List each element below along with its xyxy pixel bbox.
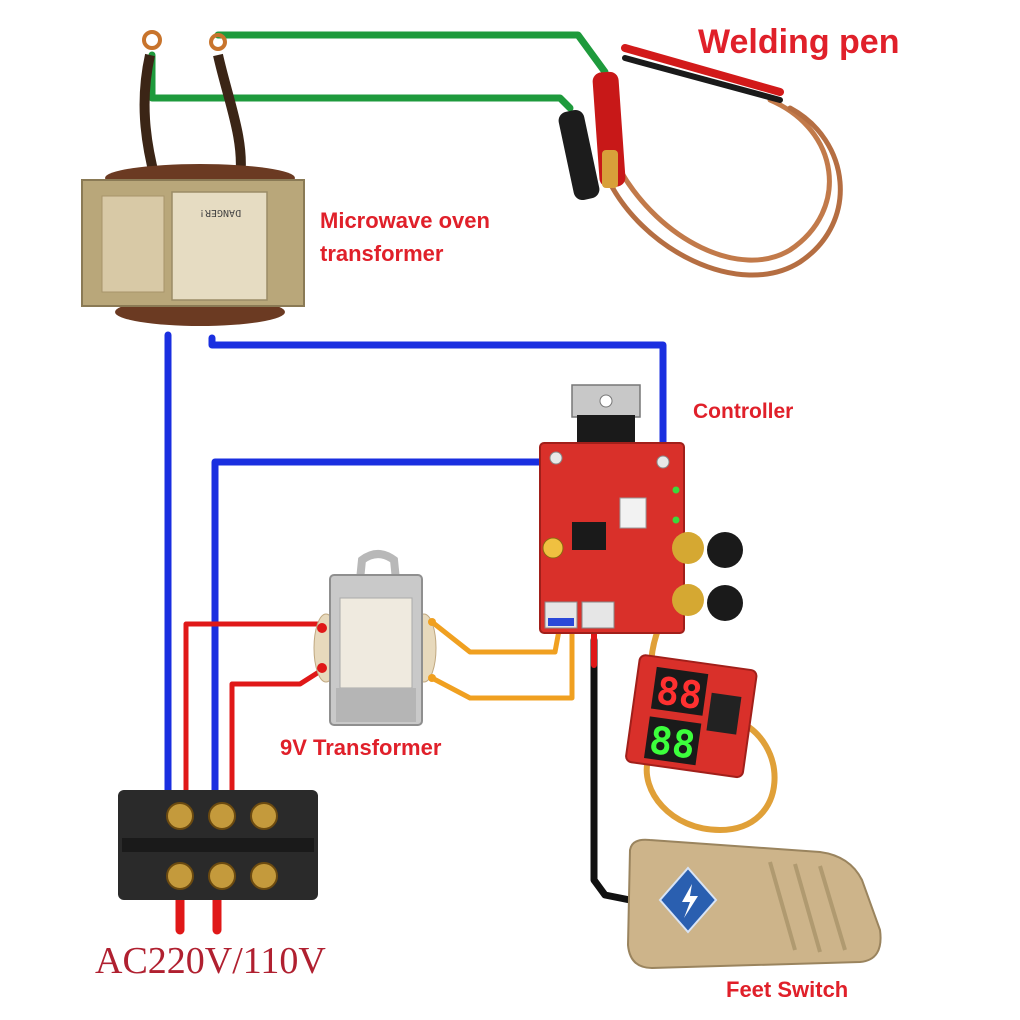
controller-capacitor xyxy=(542,537,564,559)
knob-icon xyxy=(707,532,743,568)
transformer-base xyxy=(336,688,416,722)
labels: Welding pen Microwave oven transformer C… xyxy=(95,23,899,1002)
ring-terminal-left xyxy=(142,30,162,50)
pin-orange-1 xyxy=(428,618,436,626)
screw-terminal-icon xyxy=(166,862,194,890)
orange-wire-lower xyxy=(429,622,575,701)
pot-base-1 xyxy=(672,532,704,564)
screw-terminal-icon xyxy=(166,802,194,830)
display-bottom-window xyxy=(643,716,702,766)
controller-relay xyxy=(619,497,647,529)
controller-terminal-right xyxy=(581,601,615,629)
red-wire-lower xyxy=(229,667,325,811)
black-wire-pedal xyxy=(590,636,634,904)
screw-terminal-icon xyxy=(208,862,236,890)
copper-lead-b xyxy=(603,105,843,278)
transformer-lead-left xyxy=(139,53,160,180)
transformer-plate-text: DANGER! xyxy=(199,207,241,218)
display-top-window xyxy=(650,666,709,716)
pen-connector-black xyxy=(558,109,600,201)
controller xyxy=(539,384,743,634)
transformer-label xyxy=(339,597,413,689)
orange-wire-upper xyxy=(429,619,563,655)
display-bottom-digits: 88 xyxy=(647,718,698,768)
screw-terminal-icon xyxy=(250,802,278,830)
pen-connector-sleeve xyxy=(602,150,618,188)
green-wire-top xyxy=(214,31,609,76)
label-nine-v-transformer: 9V Transformer xyxy=(280,735,442,760)
screw-row-top xyxy=(166,802,278,830)
pedal-ridges xyxy=(768,861,847,953)
pot-base-2 xyxy=(672,584,704,616)
label-ac-input: AC220V/110V xyxy=(95,940,326,982)
ring-terminal-right xyxy=(209,33,227,51)
pin-orange-2 xyxy=(428,674,436,682)
controller-screw-a xyxy=(549,451,563,465)
pen-rod-black xyxy=(622,55,783,103)
red-wire-upper xyxy=(183,621,325,811)
nine-v-transformer xyxy=(313,550,437,726)
label-microwave-line1: Microwave oven xyxy=(320,208,490,233)
screw-terminal-icon xyxy=(208,802,236,830)
label-feet-switch: Feet Switch xyxy=(726,977,848,1002)
feet-switch xyxy=(626,838,882,970)
screw-terminal-icon xyxy=(250,862,278,890)
controller-chip xyxy=(572,522,606,550)
controller-led-1 xyxy=(672,486,680,494)
transformer-side-sticker xyxy=(101,195,165,293)
terminal-block-divider xyxy=(122,838,314,852)
mounting-bracket xyxy=(356,550,400,581)
green-wire-bottom xyxy=(148,51,574,112)
pin-red-1 xyxy=(317,623,327,633)
label-welding-pen: Welding pen xyxy=(698,23,899,61)
terminal-block xyxy=(118,790,318,900)
label-microwave-line2: transformer xyxy=(320,241,444,266)
display-driver-chip xyxy=(706,692,742,735)
microwave-transformer: DANGER! xyxy=(81,30,305,326)
controller-led-2 xyxy=(672,516,680,524)
transformer-lead-right xyxy=(213,53,246,179)
pen-rod-red xyxy=(621,44,784,96)
screw-row-bottom xyxy=(166,862,278,890)
lightning-diamond-icon xyxy=(658,866,718,934)
knob-icon xyxy=(707,585,743,621)
label-controller: Controller xyxy=(693,400,793,423)
display-board: 88 88 xyxy=(625,654,758,779)
display-top-digits: 88 xyxy=(654,668,705,718)
controller-screw-b xyxy=(656,455,670,469)
mosfet-hole xyxy=(599,394,613,408)
controller-terminal-blue xyxy=(548,618,574,626)
blue-wire-controller xyxy=(208,334,667,466)
blue-wire-middle xyxy=(211,458,560,812)
copper-lead-a xyxy=(617,97,832,263)
transformer-label-plate xyxy=(171,191,268,301)
welding-pen xyxy=(558,44,784,201)
pin-red-2 xyxy=(317,663,327,673)
